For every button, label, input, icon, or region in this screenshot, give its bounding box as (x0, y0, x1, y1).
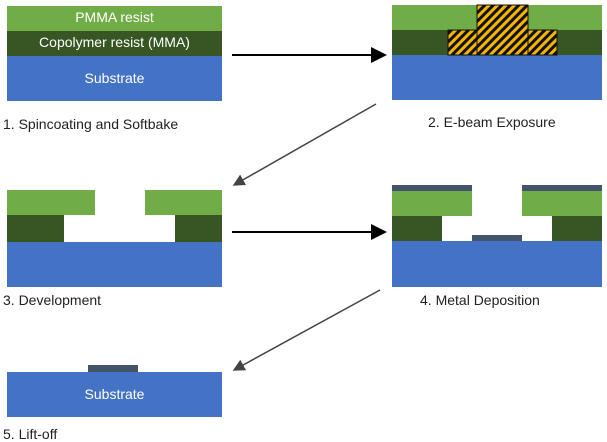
metal-left (392, 185, 472, 191)
step-1-label: 1. Spincoating and Softbake (3, 116, 179, 132)
copolymer-layer-label: Copolymer resist (MMA) (39, 34, 190, 50)
step-4-label: 4. Metal Deposition (420, 292, 540, 308)
substrate-layer (7, 56, 222, 101)
pmma-right (522, 191, 602, 216)
copolymer-layer (7, 31, 222, 56)
panel-4-metal-deposition (392, 185, 602, 287)
panel-5-lift-off (7, 365, 222, 417)
pmma-right (145, 190, 222, 215)
panel-2-ebeam-exposure (392, 4, 602, 100)
substrate-layer (7, 372, 222, 417)
substrate-layer (7, 242, 222, 287)
copolymer-right (552, 216, 602, 241)
substrate-layer (392, 55, 602, 100)
pmma-layer (7, 6, 222, 31)
metal-on-substrate (472, 235, 522, 241)
copolymer-right (175, 215, 222, 242)
pmma-layer-label: PMMA resist (75, 9, 154, 25)
metal-feature (88, 365, 138, 372)
step-3-label: 3. Development (3, 292, 102, 308)
copolymer-left (392, 216, 442, 241)
pmma-left (392, 191, 472, 216)
step-2-label: 2. E-beam Exposure (428, 114, 556, 130)
substrate-layer (392, 241, 602, 287)
panel-3-development (7, 190, 222, 287)
substrate-layer-label-step5: Substrate (84, 386, 145, 402)
panel-1-spincoating (7, 6, 222, 101)
metal-right (522, 185, 602, 191)
arrow-2-to-3 (232, 103, 377, 186)
step-5-label: 5. Lift-off (3, 426, 58, 442)
arrow-4-to-5 (232, 289, 381, 371)
pmma-left (7, 190, 95, 215)
copolymer-left (7, 215, 64, 242)
exposed-region-upper (476, 4, 529, 56)
substrate-layer-label: Substrate (84, 70, 145, 86)
